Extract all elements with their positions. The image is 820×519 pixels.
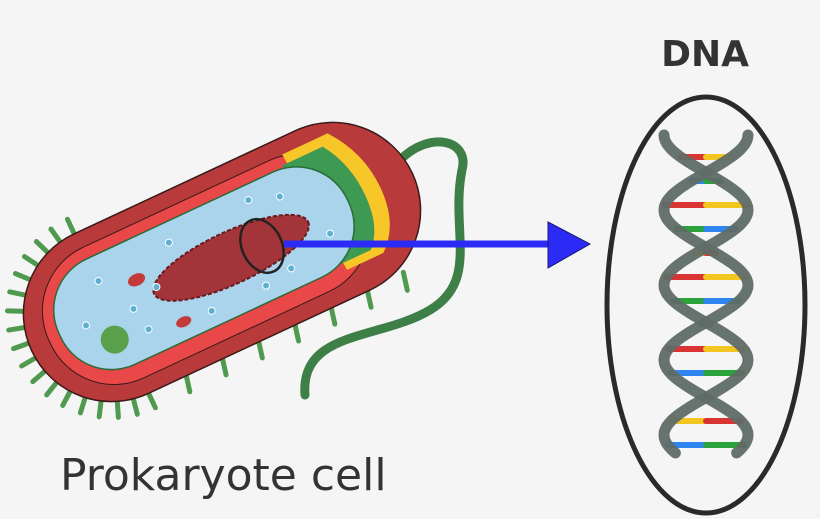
ribosomes [82, 192, 335, 334]
pilus [328, 303, 338, 327]
ribosome [164, 238, 173, 247]
dna-helix [658, 129, 754, 459]
dna-highlight-ring [239, 218, 285, 274]
plasmid [127, 273, 146, 287]
ribosome [144, 325, 153, 334]
ribosome [262, 281, 271, 290]
plasmid [176, 316, 192, 328]
pilus [219, 354, 229, 378]
pilus [255, 337, 265, 361]
dna-ellipse [604, 94, 808, 516]
ribosome [152, 283, 161, 292]
pilus [364, 286, 374, 310]
arrow-head [547, 221, 592, 269]
ribosome [326, 229, 335, 238]
ribosome [129, 304, 138, 313]
flagellum [300, 137, 468, 400]
ribosome [94, 276, 103, 285]
pilus [183, 371, 193, 395]
dna-backbone-strand [658, 129, 754, 459]
nucleoid [152, 213, 310, 302]
pilus [292, 320, 302, 344]
pilus [400, 269, 410, 293]
ribosome [207, 306, 216, 315]
ribosome-large [100, 325, 129, 354]
ribosome [244, 196, 253, 205]
ribosome [82, 321, 91, 330]
cell-label: Prokaryote cell [60, 450, 387, 501]
dna-label: DNA [661, 34, 749, 75]
ribosome [287, 264, 296, 273]
ribosome [275, 192, 284, 201]
